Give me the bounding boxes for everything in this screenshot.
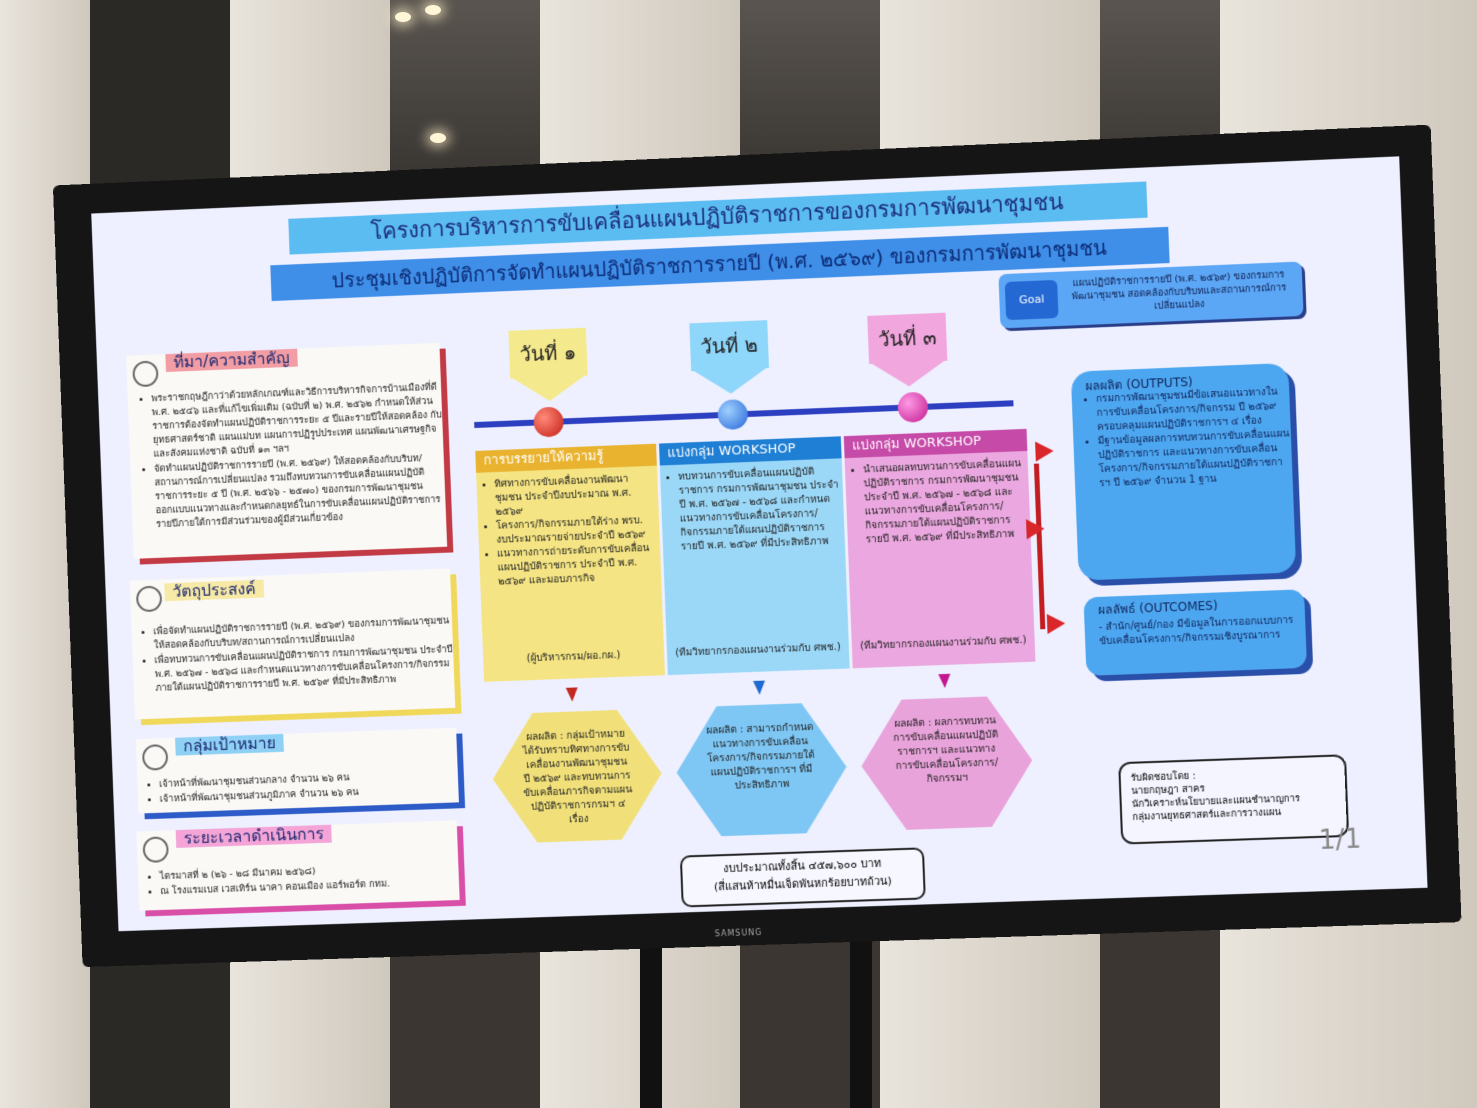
day-1-pointer — [510, 373, 589, 403]
ceiling-light — [430, 133, 446, 143]
right-arrow-icon — [1025, 518, 1045, 540]
people-group-icon — [141, 744, 169, 771]
goal-box: Goal แผนปฏิบัติราชการรายปี (พ.ศ. ๒๕๖๙) ข… — [998, 261, 1304, 329]
tv-brand: SAMSUNG — [714, 927, 763, 939]
outcomes-header: ผลลัพธ์ (OUTCOMES) — [1097, 598, 1219, 618]
day-1-item: ทิศทางการขับเคลื่อนงานพัฒนาชุมชน ประจำปี… — [494, 472, 655, 520]
clock-icon — [142, 836, 169, 863]
background-item: พระราชกฤษฎีกาว่าด้วยหลักเกณฑ์และวิธีการบ… — [151, 380, 449, 461]
ceiling-light — [395, 12, 411, 22]
ceiling-light — [425, 5, 441, 15]
goal-tag: Goal — [1004, 279, 1059, 321]
day-2-label: วันที่ ๒ — [689, 320, 770, 372]
day-3-heading: แบ่งกลุ่ม WORKSHOP — [843, 428, 1028, 459]
outcomes-box: ผลลัพธ์ (OUTCOMES) - สำนัก/ศูนย์/กอง มีข… — [1083, 589, 1308, 676]
background-box: ที่มา/ความสำคัญ พระราชกฤษฎีกาว่าด้วยหลัก… — [126, 342, 449, 559]
right-arrow-icon — [1035, 440, 1054, 462]
outputs-box: ผลผลิต (OUTPUTS) กรมการพัฒนาชุมชนมีข้อเส… — [1070, 362, 1297, 581]
objectives-header: วัตถุประสงค์ — [164, 579, 264, 602]
objectives-box: วัตถุประสงค์ เพื่อจัดทำแผนปฏิบัติราชการร… — [129, 568, 456, 720]
day-2-pointer — [691, 366, 770, 396]
presentation-icon — [132, 360, 159, 388]
tv-stand-leg — [640, 930, 662, 1108]
target-hand-icon — [135, 585, 163, 613]
right-arrow-icon — [1046, 613, 1066, 635]
target-header: กลุ่มเป้าหมาย — [175, 733, 285, 756]
day-2-activities: แบ่งกลุ่ม WORKSHOP ทบทวนการขับเคลื่อนแผน… — [659, 436, 850, 676]
down-arrow-icon — [938, 673, 951, 689]
timeline-dot-day-2 — [717, 399, 749, 431]
tv-monitor: SAMSUNG โครงการบริหารการขับเคลื่อนแผนปฏิ… — [52, 124, 1462, 968]
budget-box: งบประมาณทั้งสิ้น ๔๕๗,๖๐๐ บาท (สี่แสนห้าห… — [679, 847, 926, 908]
day-1-item: แนวทางการถ่ายระดับการขับเคลื่อนแผนปฏิบัต… — [497, 542, 658, 590]
day-2-heading: แบ่งกลุ่ม WORKSHOP — [659, 436, 842, 466]
credit-box: รับผิดชอบโดย : นายกฤษฎา สาคร นักวิเคราะห… — [1118, 754, 1350, 845]
day-2-footer: (ทีมวิทยากรกองแผนงานร่วมกับ ศพช.) — [675, 641, 841, 659]
connector-line — [1033, 463, 1046, 630]
day-2-result: ผลผลิต : สามารถกำหนดแนวทางการขับเคลื่อนโ… — [674, 702, 849, 838]
day-3-result: ผลผลิต : ผลการทบทวนการขับเคลื่อนแผนปฏิบั… — [859, 695, 1035, 831]
output-item: มีฐานข้อมูลผลการทบทวนการขับเคลื่อนแผนปฏิ… — [1097, 427, 1291, 491]
day-3-item: นำเสนอผลทบทวนการขับเคลื่อนแผนปฏิบัติราชก… — [863, 457, 1027, 547]
day-1-label: วันที่ ๑ — [508, 327, 588, 379]
day-3-pointer — [869, 358, 949, 388]
day-2-item: ทบทวนการขับเคลื่อนแผนปฏิบัติราชการ กรมกา… — [678, 464, 841, 554]
day-1-activities: การบรรยายให้ความรู้ ทิศทางการขับเคลื่อนง… — [475, 443, 665, 682]
goal-text: แผนปฏิบัติราชการรายปี (พ.ศ. ๒๕๖๙) ของกรม… — [1071, 269, 1287, 312]
page-number: 1/1 — [1318, 824, 1362, 857]
down-arrow-icon — [565, 687, 579, 702]
day-3-label: วันที่ ๓ — [867, 312, 948, 364]
period-box: ระยะเวลาดำเนินการ ไตรมาสที่ ๒ (๒๖ - ๒๘ ม… — [136, 820, 460, 911]
target-group-box: กลุ่มเป้าหมาย เจ้าหน้าที่พัฒนาชุมชนส่วนก… — [135, 727, 459, 814]
slide: โครงการบริหารการขับเคลื่อนแผนปฏิบัติราชก… — [91, 156, 1428, 932]
timeline-dot-day-3 — [897, 391, 929, 423]
day-3-footer: (ทีมวิทยากรกองแผนงานร่วมกับ ศพช.) — [859, 634, 1027, 653]
day-1-result: ผลผลิต : กลุ่มเป้าหมายได้รับทราบทิศทางกา… — [490, 708, 664, 844]
tv-stand-leg — [850, 930, 872, 1108]
day-3-activities: แบ่งกลุ่ม WORKSHOP นำเสนอผลทบทวนการขับเค… — [843, 428, 1036, 669]
background-item: จัดทำแผนปฏิบัติราชการรายปี (พ.ศ. ๒๕๖๙) ใ… — [154, 451, 452, 532]
background-header: ที่มา/ความสำคัญ — [165, 348, 298, 373]
down-arrow-icon — [753, 680, 766, 695]
day-1-heading: การบรรยายให้ความรู้ — [475, 443, 657, 473]
outcomes-text: - สำนัก/ศูนย์/กอง มีข้อมูลในการออกแบบการ… — [1098, 614, 1294, 648]
day-2-result-text: ผลผลิต : สามารถกำหนดแนวทางการขับเคลื่อนโ… — [706, 721, 815, 792]
timeline-dot-day-1 — [533, 406, 565, 438]
period-header: ระยะเวลาดำเนินการ — [175, 824, 333, 848]
day-3-result-text: ผลผลิต : ผลการทบทวนการขับเคลื่อนแผนปฏิบั… — [893, 715, 999, 785]
day-1-footer: (ผู้บริหารกรม/ผอ.กผ.) — [526, 649, 621, 665]
day-1-result-text: ผลผลิต : กลุ่มเป้าหมายได้รับทราบทิศทางกา… — [522, 728, 633, 826]
